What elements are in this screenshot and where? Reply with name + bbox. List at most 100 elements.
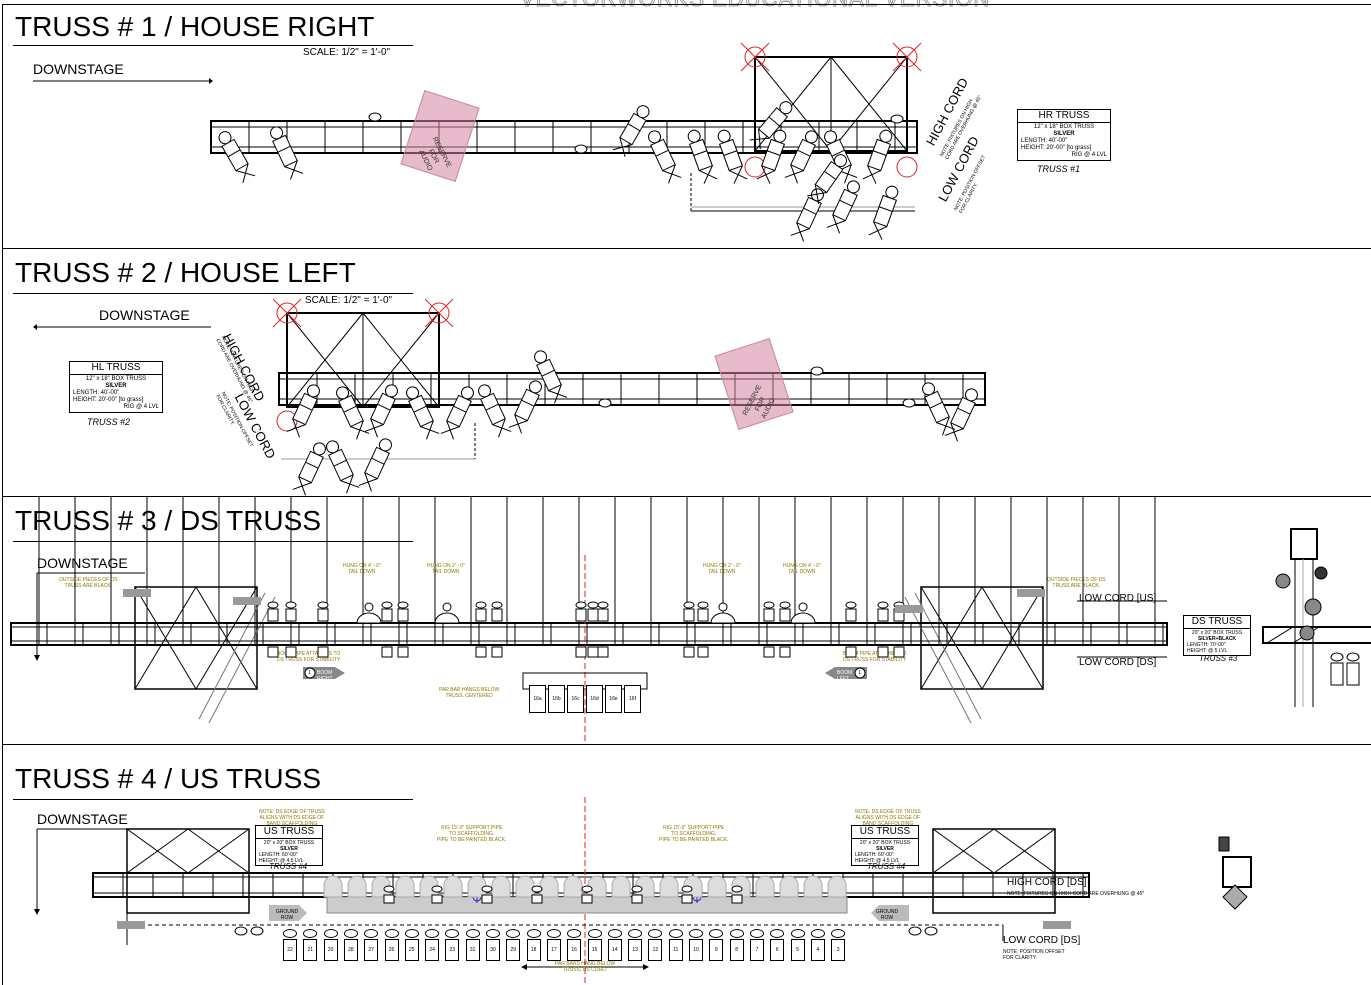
par-channel: 21 bbox=[303, 939, 318, 961]
note-line: TRUSS ARE BLACK. bbox=[64, 583, 113, 589]
info-box-color: SILVER bbox=[1053, 131, 1075, 137]
info-box-color: SILVER bbox=[280, 846, 298, 852]
info-box-line: HEIGHT: @ 4.5 LVL bbox=[855, 858, 900, 864]
info-box-line: HEIGHT: 20'-00" [to grass] bbox=[73, 397, 144, 403]
note-line: BOOM PIPE ATTACHES TO bbox=[277, 651, 341, 657]
lighting-fixture bbox=[862, 129, 893, 184]
moving-light bbox=[356, 602, 382, 624]
fixture-tag bbox=[668, 929, 683, 938]
info-box-color: SILVER bbox=[105, 383, 127, 389]
fixture-tag bbox=[368, 112, 382, 122]
truss1-info-box: HR TRUSS 12" x 18" BOX TRUSS SILVER LENG… bbox=[1017, 109, 1111, 161]
title-underline bbox=[13, 541, 413, 542]
fixture-tag bbox=[628, 929, 643, 938]
lighting-fixture bbox=[790, 188, 824, 242]
par-channel: 25 bbox=[404, 939, 419, 961]
note-line: TAIL DOWN bbox=[788, 569, 816, 575]
truss2-panel: TRUSS # 2 / HOUSE LEFT SCALE: 1/2" = 1'-… bbox=[2, 248, 1371, 497]
boom-right-label: BOOM RIGHT bbox=[317, 670, 333, 682]
cyc-light bbox=[515, 875, 535, 898]
note-line: OUTSIDE PIECES OF DS bbox=[59, 577, 118, 583]
par-channel: 4 bbox=[810, 939, 825, 961]
fixture-tag bbox=[250, 926, 264, 936]
par-channel: 14 bbox=[607, 939, 622, 961]
par-channel: 10 bbox=[689, 939, 703, 961]
fixture-tag bbox=[810, 929, 825, 938]
note-line: HUNG ON 4' - 0" bbox=[343, 563, 381, 569]
low-cord-ds-label: LOW CORD [DS] bbox=[1079, 657, 1157, 668]
truss4-caption-left: TRUSS #4 bbox=[269, 862, 308, 871]
info-box-line: RIG @ 4 LVL bbox=[1071, 152, 1107, 158]
downstage-arrow bbox=[33, 78, 213, 84]
lighting-fixture bbox=[491, 601, 503, 658]
lighting-fixture bbox=[826, 180, 860, 234]
par-channel: 5 bbox=[790, 939, 805, 961]
cyc-light bbox=[827, 875, 847, 898]
truss2-scaffold bbox=[272, 298, 476, 460]
cyc-light bbox=[323, 875, 343, 898]
truss-fixture bbox=[123, 589, 151, 597]
fixture-tag bbox=[648, 929, 663, 938]
lighting-fixture bbox=[717, 129, 748, 184]
title-underline bbox=[13, 799, 413, 800]
lighting-fixture bbox=[683, 601, 695, 658]
moving-light bbox=[710, 602, 736, 624]
info-box-line: LENGTH: 40'-00" bbox=[73, 390, 120, 396]
fixture-tag bbox=[902, 398, 916, 408]
note-line: PAR BARS HANG BELOW bbox=[555, 961, 616, 967]
cyc-light bbox=[587, 875, 607, 898]
note-line: ALIGNS WITH DS EDGE OF bbox=[259, 815, 325, 821]
note-line: NOTE: DS EDGE OF TRUSS bbox=[855, 809, 921, 815]
lighting-fixture bbox=[478, 384, 512, 438]
fixture-tag bbox=[486, 929, 500, 938]
info-box-name: US TRUSS bbox=[256, 826, 322, 839]
lighting-fixture bbox=[286, 384, 320, 438]
downstage-label: DOWNSTAGE bbox=[33, 61, 124, 77]
truss1-panel: TRUSS # 1 / HOUSE RIGHT SCALE: 1/2" = 1'… bbox=[2, 4, 1371, 249]
title-underline bbox=[13, 293, 413, 294]
fixture-tag bbox=[465, 929, 480, 938]
truss1-truss bbox=[210, 120, 918, 154]
scale-label: SCALE: 1/2" = 1'-0" bbox=[303, 47, 391, 58]
cyc-light bbox=[539, 875, 559, 898]
fixture-tag bbox=[790, 929, 805, 938]
side-view-mini bbox=[1218, 836, 1252, 910]
par-channel: 7 bbox=[749, 939, 764, 961]
lighting-fixture bbox=[784, 130, 818, 184]
par-channel: 31 bbox=[465, 939, 480, 961]
cyc-light bbox=[419, 875, 439, 898]
lighting-fixture bbox=[877, 601, 889, 658]
lighting-fixture bbox=[612, 105, 650, 157]
lighting-fixture bbox=[285, 601, 297, 658]
lighting-fixture bbox=[267, 601, 279, 658]
fixture-tag bbox=[689, 929, 703, 938]
hung-note-4: HUNG ON 4' - 0"TAIL DOWN bbox=[783, 563, 821, 575]
fixture-tag bbox=[749, 929, 764, 938]
lighting-fixture bbox=[218, 131, 256, 183]
parbar-lamp: 16c bbox=[567, 685, 584, 713]
fixture-tag bbox=[908, 926, 922, 936]
note-line: NOTE: FIXTURES ON HIGH bbox=[1007, 891, 1072, 897]
fixture-tag bbox=[729, 929, 744, 938]
lighting-fixture bbox=[697, 601, 709, 658]
cyc-light bbox=[635, 875, 655, 898]
parbar-lamp: 16e bbox=[605, 685, 622, 713]
fixture-tag bbox=[234, 926, 248, 936]
cyc-light bbox=[347, 875, 367, 898]
truss4-panel: TRUSS # 4 / US TRUSS DOWNSTAGE bbox=[2, 744, 1371, 985]
fixture-tag bbox=[283, 929, 297, 938]
par-channel: 29 bbox=[506, 939, 521, 961]
lighting-fixture bbox=[581, 885, 593, 904]
fixture-tag bbox=[607, 929, 622, 938]
lighting-fixture bbox=[317, 601, 329, 658]
cyc-light bbox=[371, 875, 391, 898]
hung-note-3: HUNG ON 2' - 0"TAIL DOWN bbox=[703, 563, 741, 575]
lighting-fixture bbox=[922, 382, 956, 436]
lighting-fixture bbox=[1346, 652, 1360, 686]
cyc-light bbox=[443, 875, 463, 898]
note-line: TO SCAFFOLDING. bbox=[449, 831, 495, 837]
lighting-fixture bbox=[383, 885, 395, 904]
